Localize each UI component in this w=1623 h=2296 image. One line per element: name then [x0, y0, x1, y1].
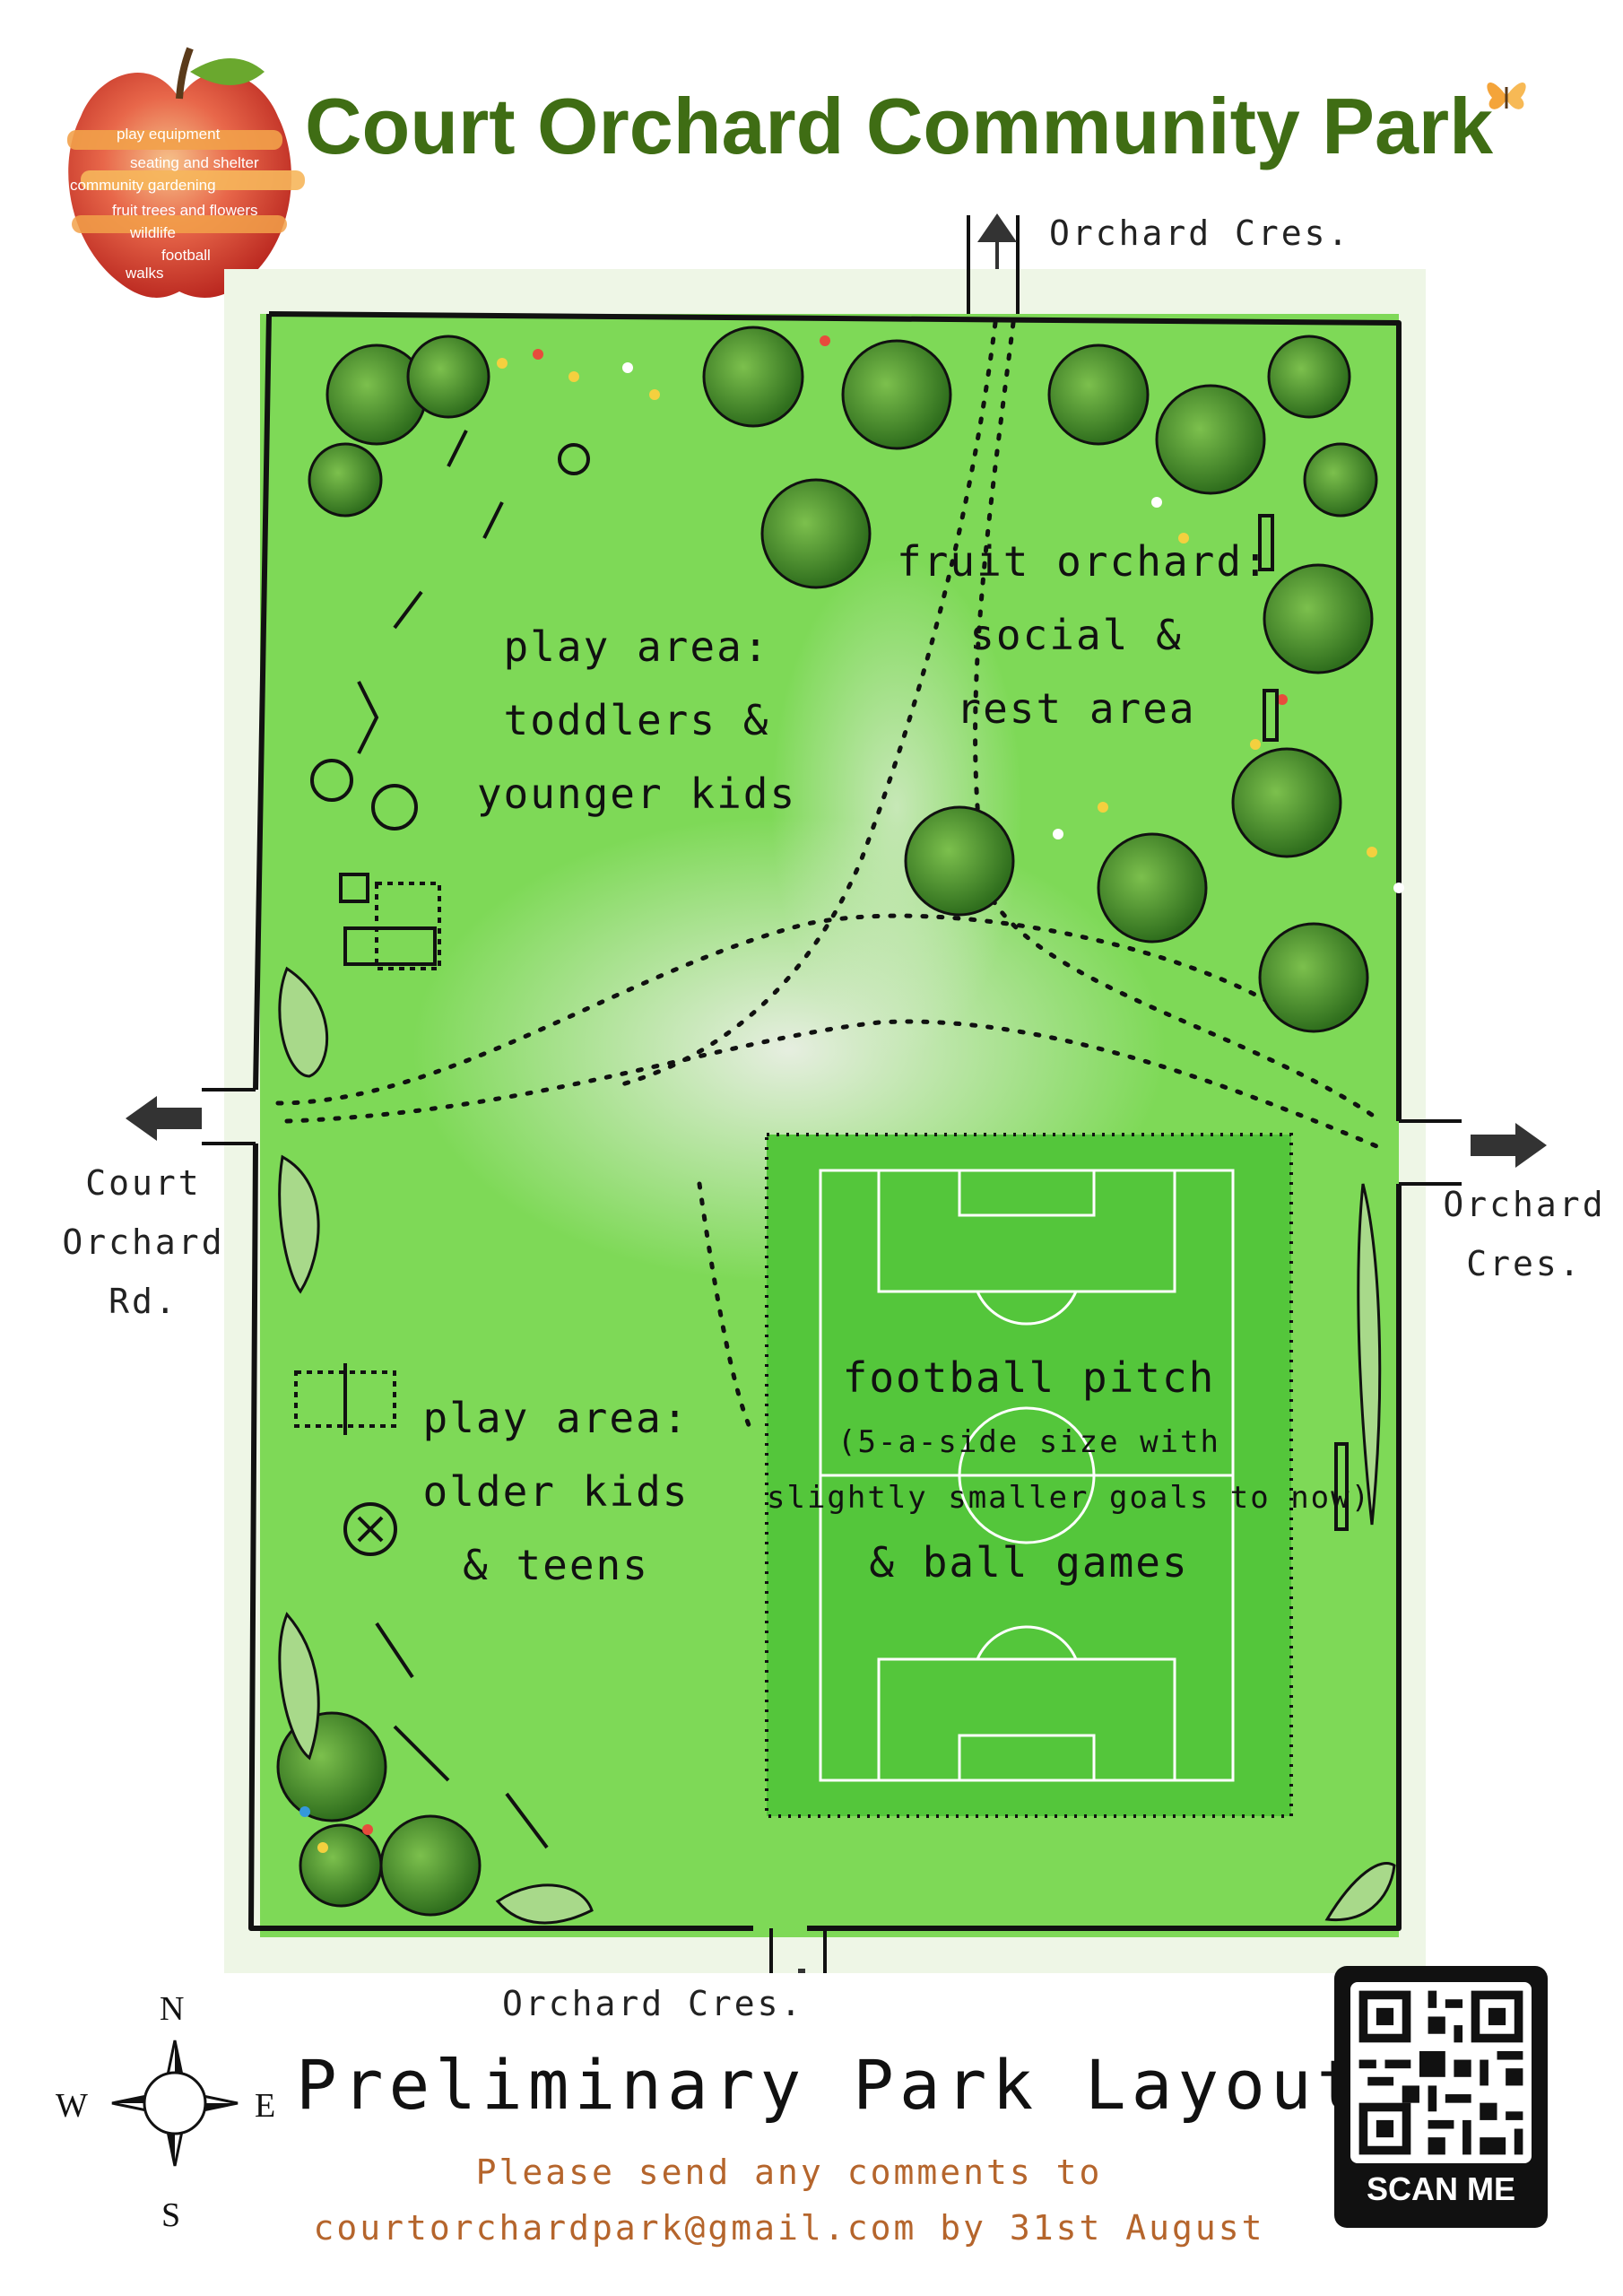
compass-west: W [56, 2087, 88, 2125]
street-east-line: Orchard [1443, 1185, 1606, 1224]
zone-line: older kids [422, 1467, 690, 1516]
street-east-line: Cres. [1466, 1244, 1583, 1283]
zone-fruit-orchard: fruit orchard: social & rest area [897, 525, 1270, 745]
qr-icon [1358, 1990, 1523, 2155]
street-west-line: Court [85, 1163, 202, 1203]
zone-line: younger kids [476, 770, 797, 818]
pitch-note: slightly smaller goals to now) [767, 1480, 1372, 1516]
compass-east: E [255, 2087, 276, 2125]
park-map [126, 213, 1547, 1973]
zone-line: play area: [422, 1394, 690, 1442]
trees [276, 326, 1378, 1917]
flowers [299, 335, 1404, 1853]
logo-word: community gardening [70, 177, 216, 194]
logo-word: walks [125, 265, 164, 282]
page-title: Court Orchard Community Park [305, 82, 1494, 170]
logo-word: fruit trees and flowers [112, 202, 258, 219]
zone-line: fruit orchard: [897, 537, 1270, 586]
zone-line: & teens [463, 1541, 649, 1589]
arrow-east-icon [1471, 1123, 1547, 1168]
layout-title: Preliminary Park Layout [296, 2045, 1364, 2125]
zone-play-young: play area: toddlers & younger kids [466, 610, 807, 831]
street-west-line: Orchard [62, 1222, 225, 1262]
butterfly-icon [1487, 83, 1526, 109]
logo-word: play equipment [117, 126, 221, 143]
street-north-label: Orchard Cres. [1049, 213, 1351, 253]
street-south-label: Orchard Cres. [502, 1984, 804, 2023]
compass-south: S [161, 2196, 181, 2234]
comment-email[interactable]: courtorchardpark@gmail.com by 31st Augus… [313, 2208, 1265, 2248]
zone-line: rest area [956, 684, 1196, 733]
apple-logo-icon: play equipment seating and shelter commu… [67, 47, 305, 298]
comment-line: Please send any comments to [475, 2152, 1103, 2192]
pitch-title: football pitch [842, 1353, 1216, 1402]
compass-icon [111, 2039, 239, 2167]
zone-play-older: play area: older kids & teens [421, 1381, 690, 1602]
pitch-extra: & ball games [869, 1538, 1189, 1587]
logo-word: wildlife [129, 224, 176, 241]
arrow-north-icon [977, 213, 1017, 269]
street-west-line: Rd. [108, 1282, 178, 1321]
zone-football-pitch: football pitch (5-a-side size with sligh… [767, 1341, 1372, 1599]
qr-code[interactable]: SCAN ME [1334, 1966, 1548, 2228]
compass-north: N [160, 1990, 185, 2028]
logo-word: football [161, 247, 211, 264]
zone-line: toddlers & [503, 696, 770, 744]
zone-line: social & [969, 611, 1183, 659]
qr-pattern [1350, 1982, 1532, 2163]
arrow-west-icon [126, 1096, 202, 1141]
street-east-label: Orchard Cres. [1435, 1175, 1614, 1293]
pitch-note: (5-a-side size with [838, 1424, 1220, 1460]
zone-line: play area: [503, 622, 770, 671]
street-west-label: Court Orchard Rd. [36, 1153, 251, 1331]
park-boundary [248, 311, 1402, 1931]
arrow-south-icon [798, 1969, 805, 1973]
logo-word: seating and shelter [130, 154, 259, 171]
scan-me-label: SCAN ME [1366, 2170, 1515, 2207]
